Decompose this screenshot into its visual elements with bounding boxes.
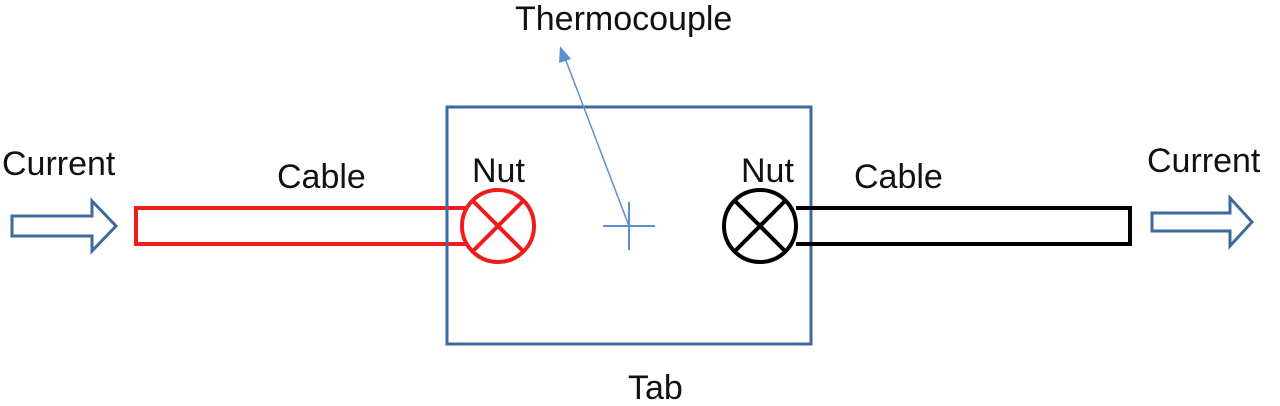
current-arrow-right-icon <box>1150 194 1255 250</box>
cable-label-right: Cable <box>854 158 943 196</box>
current-arrow-left-icon <box>10 197 119 255</box>
nut-label-left: Nut <box>472 152 525 190</box>
current-label-left: Current <box>2 145 116 183</box>
nut-label-right: Nut <box>741 152 794 190</box>
current-label-right: Current <box>1147 142 1261 180</box>
cable-label-left: Cable <box>277 158 366 196</box>
thermocouple-marker-icon <box>559 46 655 250</box>
nut-right-icon <box>722 188 798 264</box>
nut-left-icon <box>460 188 536 264</box>
tab-box <box>445 105 813 346</box>
cable-left <box>134 206 468 246</box>
thermocouple-label: Thermocouple <box>515 0 732 38</box>
tab-label: Tab <box>628 369 683 406</box>
cable-right <box>796 206 1132 246</box>
